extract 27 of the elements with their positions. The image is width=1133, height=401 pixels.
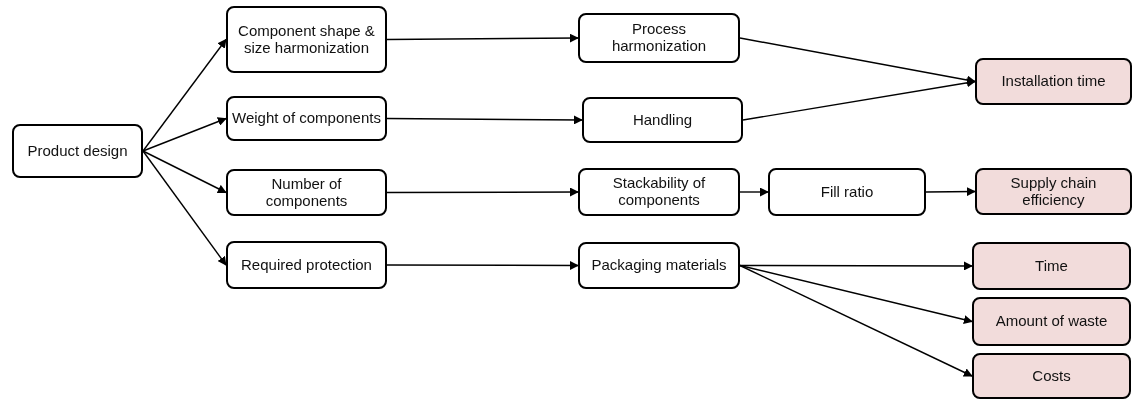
process-box: Handling [582, 97, 743, 143]
outcome-box: Installation time [975, 58, 1132, 105]
arrow [386, 115, 583, 125]
arrow [742, 78, 976, 121]
outcome-box: Time [972, 242, 1131, 290]
arrow [739, 264, 973, 377]
arrow [142, 150, 227, 266]
arrow [739, 187, 769, 197]
arrow [925, 187, 976, 197]
outcome-box: Costs [972, 353, 1131, 399]
process-box: Process harmonization [578, 13, 740, 63]
process-box: Packaging materials [578, 242, 740, 289]
process-box: Component shape & size harmonization [226, 6, 387, 73]
arrow [142, 117, 227, 152]
process-box: Product design [12, 124, 143, 178]
arrow [386, 33, 579, 43]
process-box: Fill ratio [768, 168, 926, 216]
process-box: Number of components [226, 169, 387, 216]
outcome-box: Amount of waste [972, 297, 1131, 346]
process-box: Required protection [226, 241, 387, 289]
arrow [386, 261, 579, 270]
arrow [142, 38, 227, 152]
arrow [142, 150, 227, 194]
outcome-box: Supply chain efficiency [975, 168, 1132, 215]
process-box: Stackability of components [578, 168, 740, 216]
process-box: Weight of components [226, 96, 387, 141]
arrow [386, 187, 579, 197]
